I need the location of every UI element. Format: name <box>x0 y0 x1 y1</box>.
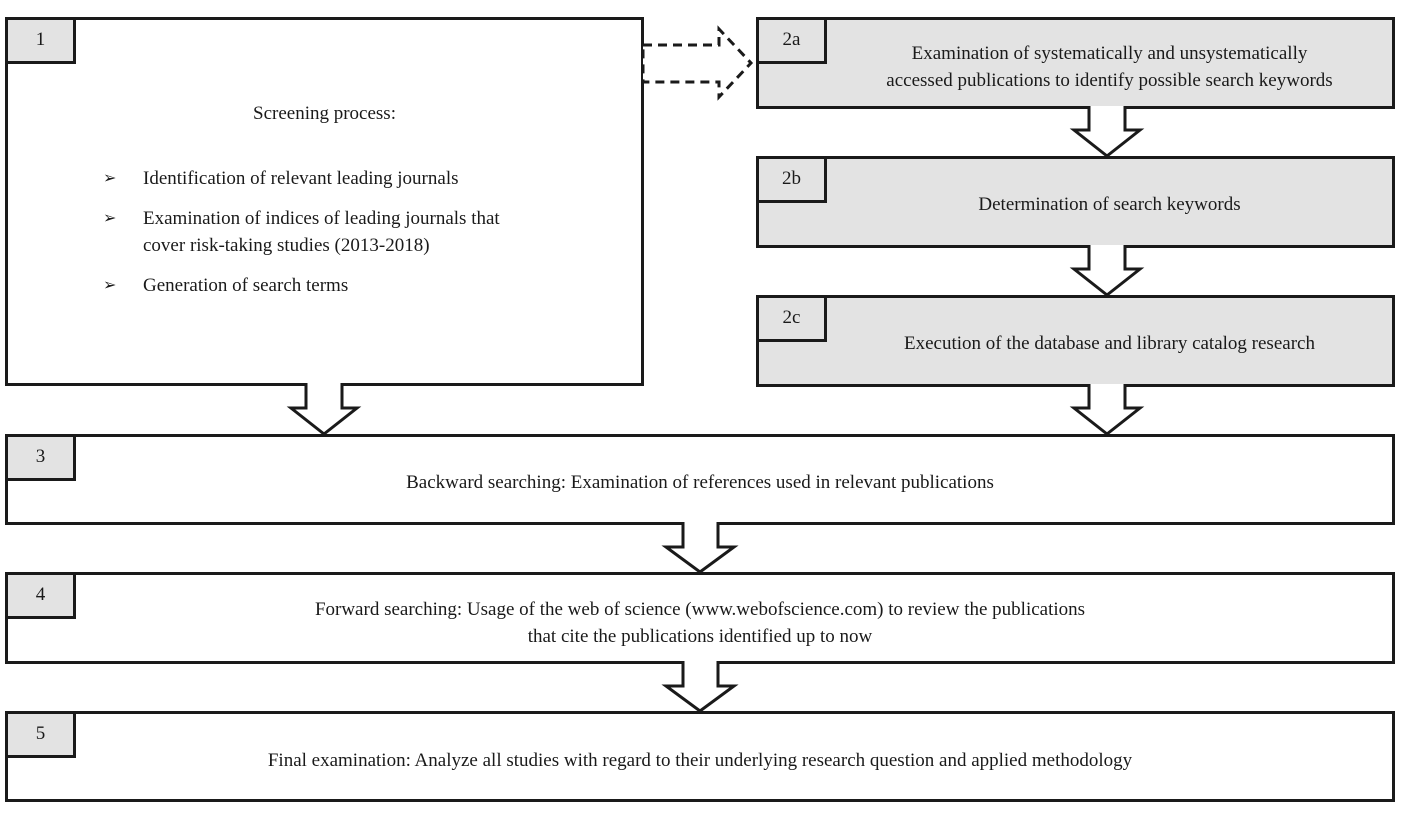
step-1-item: ➢ Identification of relevant leading jou… <box>103 165 500 192</box>
down-arrow-icon <box>1069 245 1145 297</box>
arrowhead-bullet-icon: ➢ <box>103 210 117 227</box>
down-arrow-icon <box>286 383 362 436</box>
dashed-arrow-icon <box>641 25 754 101</box>
step-3-text: Backward searching: Examination of refer… <box>406 472 994 493</box>
step-2a-box: 2a Examination of systematically and uns… <box>756 17 1395 109</box>
step-2c-text: Execution of the database and library ca… <box>904 333 1315 354</box>
arrowhead-bullet-icon: ➢ <box>103 277 117 294</box>
step-2b-number: 2b <box>759 159 827 203</box>
arrowhead-bullet-icon: ➢ <box>103 170 117 187</box>
step-1-number: 1 <box>8 20 76 64</box>
down-arrow-icon <box>661 661 739 713</box>
step-5-number: 5 <box>8 714 76 758</box>
step-4-number: 4 <box>8 575 76 619</box>
down-arrow-icon <box>1069 384 1145 436</box>
step-5-text: Final examination: Analyze all studies w… <box>267 750 1133 771</box>
step-4-text: Forward searching: Usage of the web of s… <box>314 599 1086 647</box>
step-2c-box: 2c Execution of the database and library… <box>756 295 1395 387</box>
step-2a-number: 2a <box>759 20 827 64</box>
step-1-heading: Screening process: <box>253 103 396 124</box>
step-2a-text: Examination of systematically and unsyst… <box>886 43 1333 91</box>
step-2b-box: 2b Determination of search keywords <box>756 156 1395 248</box>
step-2b-text: Determination of search keywords <box>978 194 1241 215</box>
step-1-item: ➢ Examination of indices of leading jour… <box>103 205 500 259</box>
step-1-list: ➢ Identification of relevant leading jou… <box>103 165 500 312</box>
down-arrow-icon <box>1069 106 1145 158</box>
step-3-number: 3 <box>8 437 76 481</box>
down-arrow-icon <box>661 522 739 574</box>
step-5-box: 5 Final examination: Analyze all studies… <box>5 711 1395 802</box>
step-2c-number: 2c <box>759 298 827 342</box>
step-1-item: ➢ Generation of search terms <box>103 272 500 299</box>
step-1-box: 1 Screening process: ➢ Identification of… <box>5 17 644 386</box>
